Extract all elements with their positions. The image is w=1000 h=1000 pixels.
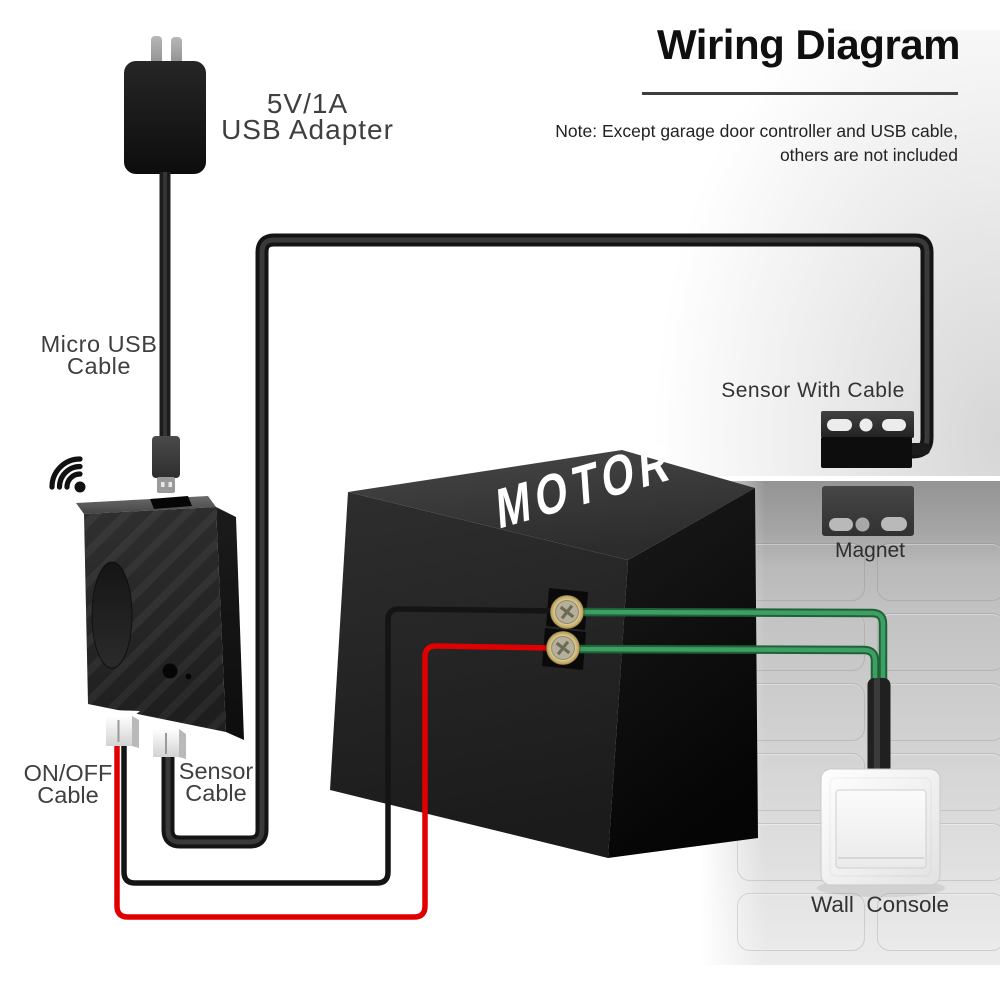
sensor-plug-connector <box>153 723 186 759</box>
onoff-cable-label: ON/OFF Cable <box>6 760 130 808</box>
adapter-prong <box>171 37 182 66</box>
micro-usb-cable-label: Micro USB Cable <box>28 331 170 379</box>
usb-adapter-label: 5V/1A USB Adapter <box>195 88 420 145</box>
sensor-cable-label: Sensor Cable <box>153 758 279 806</box>
wifi-icon <box>49 456 86 493</box>
usb-adapter-label-line2: USB Adapter <box>221 114 394 145</box>
garage-door-controller <box>76 496 244 759</box>
green-wire-lower <box>564 646 878 681</box>
device-led <box>185 673 192 680</box>
wall-console-label: Wall Console <box>811 892 949 917</box>
onoff-plug-connector <box>106 710 140 748</box>
usb-adapter <box>124 36 206 493</box>
sensor-loop-cable <box>161 233 934 849</box>
wall-console <box>817 768 945 897</box>
micro-usb-label-line1: Micro USB <box>40 331 158 357</box>
motor: MOTOR <box>330 427 758 858</box>
console-rocker-button <box>835 789 927 869</box>
device-oval-recess <box>91 561 133 669</box>
green-wire-upper <box>568 609 886 681</box>
magnet-bracket <box>822 486 914 536</box>
garage-door-top-seam <box>700 476 1000 481</box>
onoff-wires <box>114 606 561 920</box>
note-text: Note: Except garage door controller and … <box>555 119 958 167</box>
page-title: Wiring Diagram <box>657 21 961 68</box>
onoff-wire-black <box>121 606 561 886</box>
wall-console-wires <box>564 607 891 774</box>
title-underline <box>642 92 958 95</box>
onoff-label-line1: ON/OFF <box>23 760 113 786</box>
micro-usb-label-line2: Cable <box>67 353 131 379</box>
onoff-wire-red <box>114 643 553 920</box>
motor-terminal-screws <box>545 594 585 666</box>
sensor-with-cable-label: Sensor With Cable <box>721 379 905 402</box>
onoff-label-line2: Cable <box>37 781 99 808</box>
usb-port <box>150 496 192 509</box>
magnet-label: Magnet <box>834 539 906 562</box>
micro-usb-connector <box>152 436 180 493</box>
usb-adapter-label-line1: 5V/1A <box>266 88 349 119</box>
note-line1: Note: Except garage door controller and … <box>555 121 958 141</box>
adapter-prong <box>151 36 162 66</box>
sensor-cable-label-line2: Cable <box>185 779 247 806</box>
note-line2: others are not included <box>779 145 958 166</box>
door-sensor <box>821 411 930 468</box>
device-button <box>162 663 178 679</box>
sensor-cable-label-line1: Sensor <box>178 758 254 784</box>
